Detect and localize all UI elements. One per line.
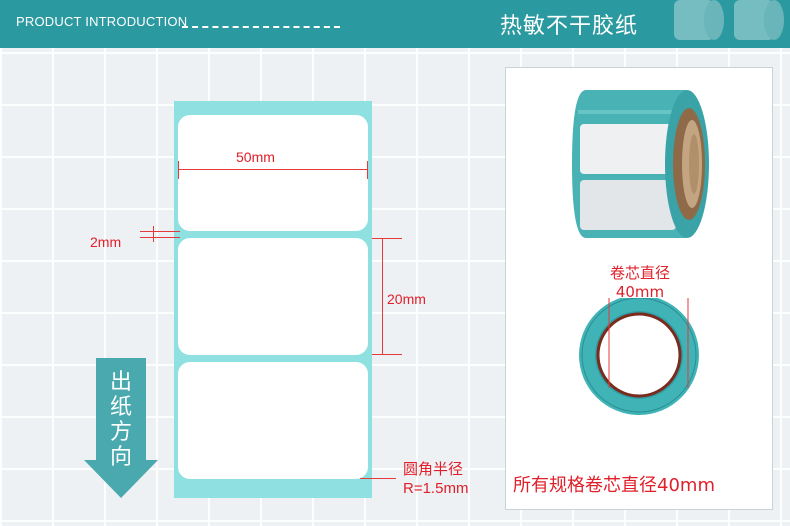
header-banner: PRODUCT INTRODUCTION 热敏不干胶纸: [0, 0, 790, 48]
product-name-title: 热敏不干胶纸: [500, 14, 639, 39]
height-dimension-label: 20mm: [387, 291, 426, 307]
gap-dimension-tick: [153, 226, 154, 242]
label-sticker: [178, 115, 368, 231]
paper-direction-arrow: 出纸方向: [84, 358, 158, 498]
gap-dimension-label: 2mm: [90, 234, 122, 250]
width-dimension-label: 50mm: [236, 149, 275, 165]
height-dimension-line: [382, 238, 383, 355]
label-sticker: [178, 362, 368, 479]
paper-direction-text: 出纸方向: [109, 370, 132, 470]
height-dimension-tick-bottom: [372, 354, 402, 355]
gap-dimension-line-top: [140, 231, 180, 232]
roll-end-view-diagram: [579, 298, 699, 415]
width-dimension-tick-right: [367, 161, 368, 179]
core-diameter-annotation: 卷芯直径 40mm: [586, 264, 694, 302]
core-diameter-caption: 所有规格卷芯直径40mm: [513, 475, 715, 496]
product-introduction-title: PRODUCT INTRODUCTION: [16, 14, 188, 29]
core-diameter-value: 40mm: [615, 283, 665, 301]
roll-panel: [505, 67, 773, 510]
corner-radius-value: R=1.5mm: [403, 480, 469, 497]
gap-dimension-line-bottom: [140, 237, 180, 238]
corner-radius-pointer: [360, 478, 396, 479]
height-dimension-tick-top: [372, 238, 402, 239]
banner-dashed-divider: [182, 26, 340, 28]
width-dimension-line: [178, 169, 368, 170]
core-diameter-label: 卷芯直径: [609, 264, 670, 282]
corner-radius-label: 圆角半径: [403, 461, 464, 478]
down-arrow-icon: [84, 358, 158, 498]
banner-roll-decoration: [664, 0, 790, 48]
label-roll-photo: [572, 90, 709, 238]
label-sticker: [178, 238, 368, 355]
label-liner-strip: [174, 101, 372, 498]
width-dimension-tick-left: [178, 161, 179, 179]
